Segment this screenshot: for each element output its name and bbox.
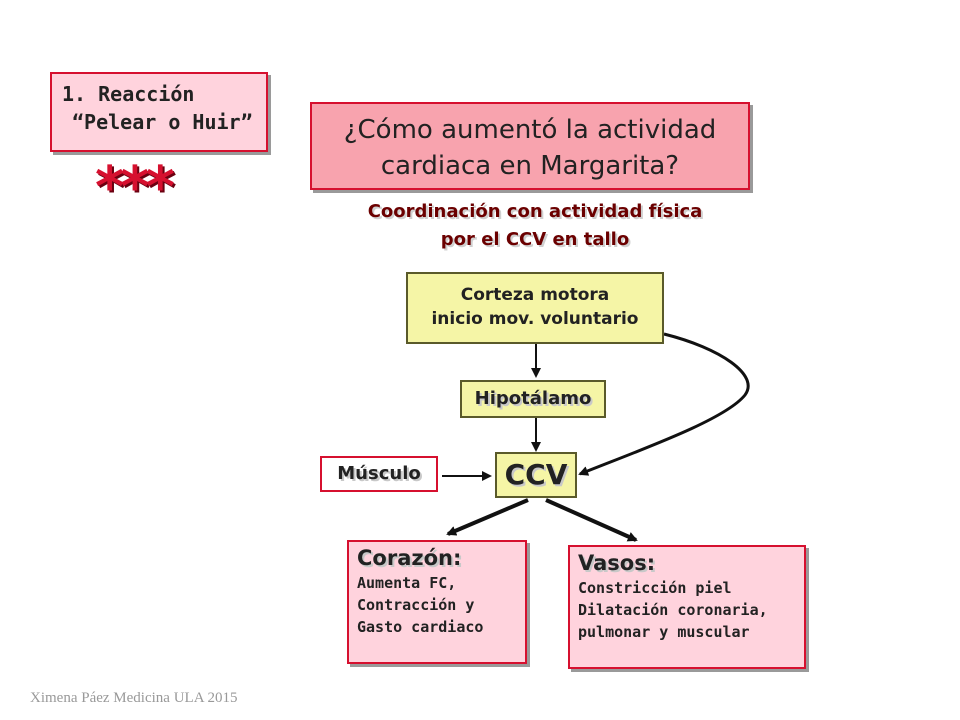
corazon-line-1: Aumenta FC,: [357, 574, 457, 592]
vasos-box: Vasos: Constricción piel Dilatación coro…: [568, 545, 806, 669]
vasos-line-3: pulmonar y muscular: [578, 623, 750, 641]
coordination-line-2: por el CCV en tallo: [440, 229, 630, 250]
corteza-line-2: inicio mov. voluntario: [431, 309, 639, 329]
reaction-line-2: “Pelear o Huir”: [72, 110, 253, 134]
arrow-corteza-ccv-curve: [578, 332, 750, 476]
reaction-box: 1. Reacción “Pelear o Huir”: [50, 72, 268, 152]
reaction-line-1: 1. Reacción: [62, 82, 195, 106]
corazon-line-2: Contracción y: [357, 596, 475, 614]
ccv-box: CCV: [495, 452, 577, 498]
question-line-1: ¿Cómo aumentó la actividad: [343, 115, 717, 145]
arrow-ccv-vasos: [545, 498, 638, 542]
hipotalamo-box: Hipotálamo: [460, 380, 606, 418]
vasos-line-1: Constricción piel: [578, 579, 732, 597]
coordination-line-1: Coordinación con actividad física: [367, 201, 703, 222]
corazon-line-3: Gasto cardiaco: [357, 618, 484, 636]
question-box: ¿Cómo aumentó la actividad cardiaca en M…: [310, 102, 750, 190]
corazon-title: Corazón:: [357, 546, 462, 570]
corteza-box: Corteza motora inicio mov. voluntario: [406, 272, 664, 344]
footer-credit: Ximena Páez Medicina ULA 2015: [30, 690, 238, 706]
corteza-line-1: Corteza motora: [460, 285, 610, 305]
stars-decoration: ***: [95, 155, 175, 220]
vasos-line-2: Dilatación coronaria,: [578, 601, 768, 619]
coordination-text: Coordinación con actividad física por el…: [320, 198, 750, 254]
question-line-2: cardiaca en Margarita?: [380, 151, 680, 181]
corazon-box: Corazón: Aumenta FC, Contracción y Gasto…: [347, 540, 527, 664]
arrow-ccv-corazon: [446, 498, 529, 536]
musculo-box: Músculo: [320, 456, 438, 492]
vasos-title: Vasos:: [578, 551, 656, 575]
